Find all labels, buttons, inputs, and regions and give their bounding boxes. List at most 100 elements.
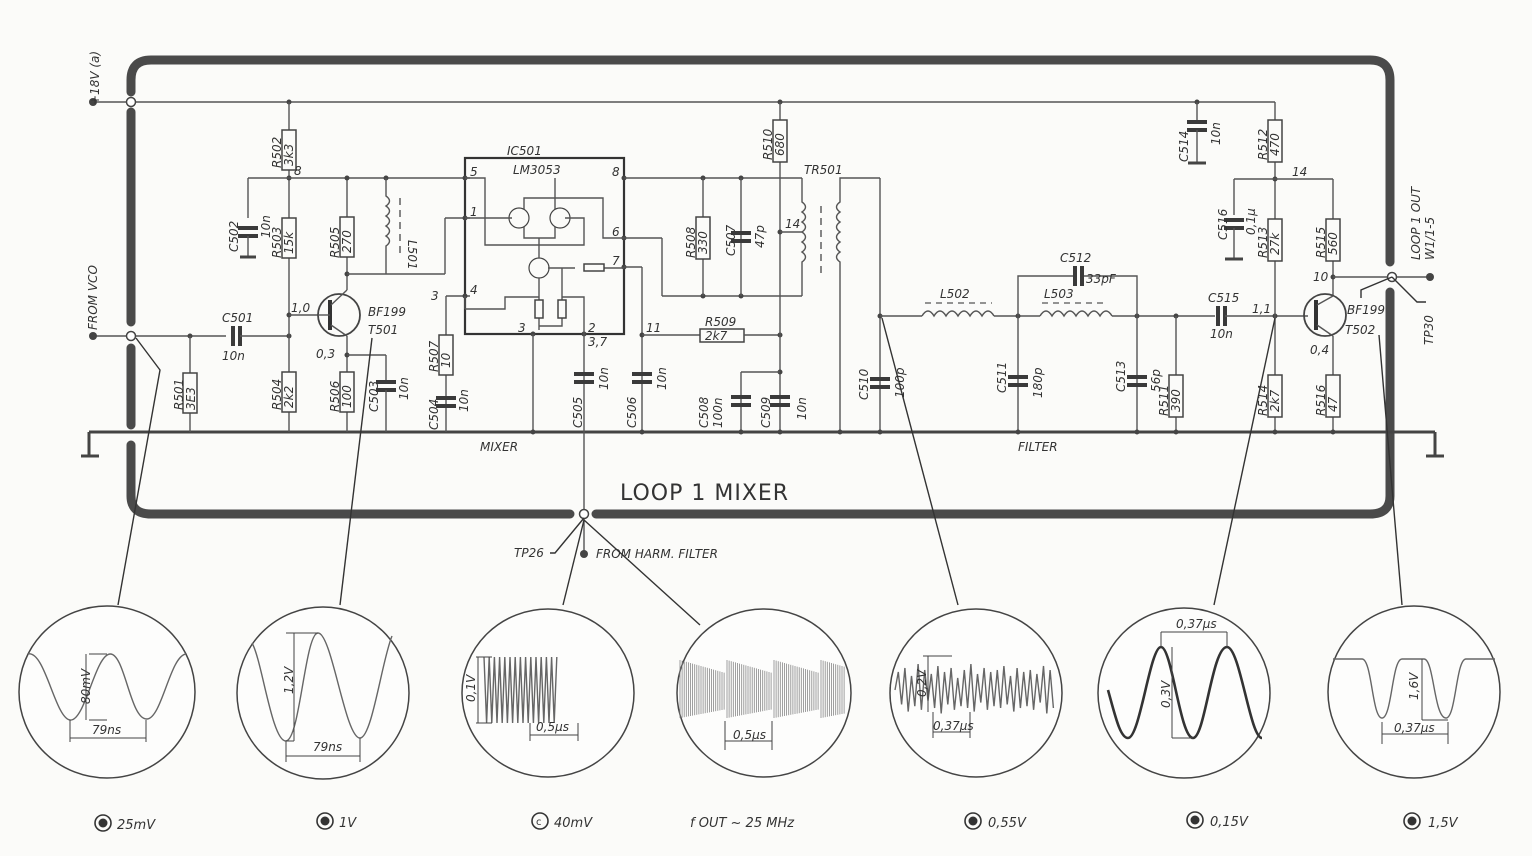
harm-filter-input	[550, 508, 590, 558]
scope-5	[889, 608, 1063, 778]
svg-text:100n: 100n	[711, 397, 725, 428]
svg-text:3: 3	[431, 289, 439, 303]
svg-text:L502: L502	[940, 287, 970, 301]
scope-6	[1097, 607, 1271, 779]
harm-filter-terminal[interactable]	[580, 550, 588, 558]
svg-text:10n: 10n	[655, 367, 669, 390]
svg-text:14: 14	[1292, 165, 1307, 179]
svg-text:TP30: TP30	[1422, 315, 1436, 345]
r507-c504	[436, 295, 470, 432]
supply-label: +18V (a)	[88, 51, 102, 105]
svg-text:6: 6	[612, 225, 620, 239]
svg-text:33pF: 33pF	[1086, 272, 1117, 286]
dc-probe-icon	[1403, 812, 1421, 830]
svg-text:14: 14	[785, 217, 800, 231]
svg-text:10n: 10n	[1210, 327, 1233, 341]
svg-text:330: 330	[696, 231, 710, 254]
svg-text:TP26: TP26	[514, 546, 544, 560]
svg-text:10: 10	[1313, 270, 1329, 284]
svg-text:C513: C513	[1114, 361, 1128, 392]
vco-input	[89, 330, 226, 342]
svg-text:40mV: 40mV	[554, 816, 593, 831]
svg-text:C510: C510	[857, 368, 871, 400]
svg-text:470: 470	[1268, 133, 1282, 156]
svg-text:390: 390	[1169, 389, 1183, 412]
svg-text:10: 10	[439, 352, 453, 368]
ic-output-network	[530, 266, 783, 514]
svg-text:R512: R512	[1256, 129, 1270, 160]
output-terminal[interactable]	[1426, 273, 1434, 281]
svg-text:80mV: 80mV	[79, 668, 93, 704]
probe-settings: 25mV 1V c 40mV f OUT ~ 25 MHz 0,55V 0,15…	[94, 811, 1459, 833]
svg-text:TR501: TR501	[804, 163, 843, 177]
collector-load	[339, 175, 470, 432]
svg-text:C514: C514	[1177, 131, 1191, 162]
svg-text:FROM HARM. FILTER: FROM HARM. FILTER	[596, 547, 718, 561]
svg-text:C501: C501	[222, 311, 253, 325]
svg-text:10n: 10n	[795, 397, 809, 420]
svg-text:25mV: 25mV	[117, 818, 156, 833]
svg-text:C508: C508	[697, 396, 711, 428]
svg-text:10n: 10n	[397, 377, 411, 400]
svg-text:0,37µs: 0,37µs	[1394, 721, 1435, 735]
ground-rail	[81, 430, 1444, 458]
svg-text:R504: R504	[270, 379, 284, 410]
dc-probe-icon	[1186, 811, 1204, 829]
svg-text:56p: 56p	[1149, 369, 1163, 392]
svg-text:IC501: IC501	[507, 144, 542, 158]
svg-text:c: c	[536, 817, 542, 828]
svg-text:C505: C505	[571, 397, 585, 428]
scope-4	[676, 608, 852, 778]
svg-text:L503: L503	[1044, 287, 1074, 301]
svg-text:R503: R503	[270, 227, 284, 258]
svg-text:680: 680	[773, 133, 787, 156]
svg-text:R502: R502	[270, 137, 284, 168]
svg-text:180p: 180p	[1031, 367, 1045, 398]
supply-terminal[interactable]	[89, 98, 97, 106]
svg-text:0,3: 0,3	[316, 347, 335, 361]
svg-text:0,5µs: 0,5µs	[733, 728, 766, 742]
svg-text:R506: R506	[328, 380, 342, 412]
svg-text:C507: C507	[724, 224, 738, 256]
svg-text:1,2V: 1,2V	[282, 666, 296, 694]
svg-text:C515: C515	[1208, 291, 1239, 305]
svg-text:0,1µ: 0,1µ	[1244, 208, 1258, 235]
svg-text:C511: C511	[995, 362, 1009, 393]
tank-circuit	[624, 102, 890, 435]
svg-text:47: 47	[1326, 396, 1340, 412]
svg-text:f OUT ~ 25 MHz: f OUT ~ 25 MHz	[690, 816, 795, 831]
svg-text:100: 100	[340, 385, 354, 408]
lowpass-filter	[880, 266, 1215, 435]
svg-text:0,55V: 0,55V	[988, 816, 1027, 831]
svg-text:W1/1-5: W1/1-5	[1423, 217, 1437, 260]
svg-text:100p: 100p	[893, 367, 907, 398]
filter-section-label: FILTER	[1018, 440, 1058, 454]
svg-text:0,15V: 0,15V	[1210, 815, 1249, 830]
svg-text:R510: R510	[761, 128, 775, 160]
scope-7	[1327, 605, 1501, 779]
svg-text:3: 3	[518, 321, 526, 335]
vco-input-terminal[interactable]	[89, 332, 97, 340]
svg-text:10n: 10n	[1209, 122, 1223, 145]
svg-text:10n: 10n	[457, 389, 471, 412]
svg-text:1,5V: 1,5V	[1428, 816, 1459, 831]
svg-text:2: 2	[588, 321, 596, 335]
scope-3	[461, 608, 635, 778]
svg-text:R507: R507	[427, 340, 441, 372]
svg-text:C502: C502	[227, 221, 241, 252]
vco-input-label: FROM VCO	[86, 265, 100, 330]
svg-text:11: 11	[646, 321, 661, 335]
svg-text:2k7: 2k7	[1268, 389, 1282, 412]
svg-text:L501: L501	[405, 240, 419, 270]
svg-text:T501: T501	[368, 323, 398, 337]
svg-text:T502: T502	[1345, 323, 1375, 337]
svg-text:C504: C504	[427, 399, 441, 430]
svg-text:1: 1	[470, 205, 478, 219]
dc-probe-icon	[964, 812, 982, 830]
supply-rail	[89, 96, 1275, 108]
svg-text:2k7: 2k7	[705, 329, 728, 343]
svg-text:8: 8	[612, 165, 620, 179]
ic501	[462, 156, 627, 337]
svg-text:10n: 10n	[222, 349, 245, 363]
